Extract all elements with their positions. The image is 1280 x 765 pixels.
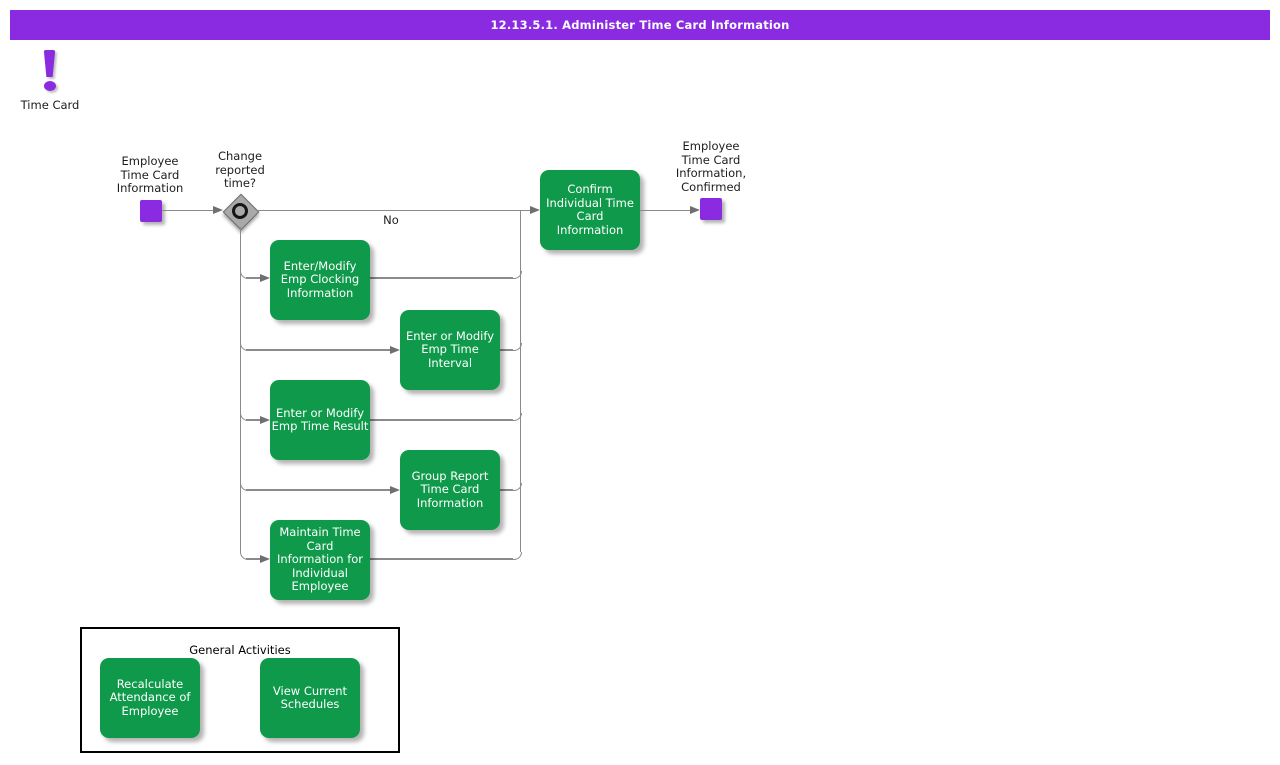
connector-no-branch	[256, 209, 532, 211]
activity-enter-or-modify-emp-time-interval[interactable]: Enter or Modify Emp Time Interval	[400, 310, 500, 390]
connector-start-to-decision	[162, 209, 214, 211]
start-node	[140, 200, 162, 222]
connector-branch-3	[246, 419, 261, 421]
connector-return-4	[500, 489, 513, 491]
exclamation-dot	[44, 81, 56, 91]
arrowhead-into-activity-4	[390, 486, 400, 494]
title-bar: 12.13.5.1. Administer Time Card Informat…	[10, 10, 1270, 40]
connector-branch-2	[246, 349, 391, 351]
connector-return-3	[370, 419, 513, 421]
arrowhead-into-activity-1	[260, 274, 270, 282]
decision-ring-icon	[231, 202, 248, 219]
arrowhead-into-activity-5	[260, 555, 270, 563]
end-node-label: Employee Time Card Information, Confirme…	[675, 139, 747, 194]
connector-corner	[513, 552, 522, 560]
activity-maintain-time-card-information[interactable]: Maintain Time Card Information for Indiv…	[270, 520, 370, 600]
connector-return-5	[370, 558, 513, 560]
exclamation-bar	[43, 50, 56, 77]
connector-return-2	[500, 349, 513, 351]
general-activities-title: General Activities	[189, 643, 291, 657]
arrowhead-into-activity-3	[260, 416, 270, 424]
activity-confirm-individual-time-card-information[interactable]: Confirm Individual Time Card Information	[540, 170, 640, 250]
arrowhead-into-activity-2	[390, 346, 400, 354]
no-branch-label: No	[383, 213, 399, 227]
connector-confirm-to-end	[640, 209, 691, 211]
decision-label: Change reported time?	[215, 149, 265, 190]
activity-enter-or-modify-emp-time-result[interactable]: Enter or Modify Emp Time Result	[270, 380, 370, 460]
connector-collector-vertical	[519, 210, 521, 552]
end-node	[700, 198, 722, 220]
activity-view-current-schedules[interactable]: View Current Schedules	[260, 658, 360, 738]
arrowhead-into-end	[690, 206, 700, 214]
page-title: 12.13.5.1. Administer Time Card Informat…	[490, 18, 790, 32]
connector-return-1	[370, 277, 513, 279]
connector-branch-vertical	[239, 227, 241, 552]
activity-recalculate-attendance-of-employee[interactable]: Recalculate Attendance of Employee	[100, 658, 200, 738]
connector-branch-4	[246, 489, 391, 491]
activity-group-report-time-card-information[interactable]: Group Report Time Card Information	[400, 450, 500, 530]
arrowhead-into-decision	[213, 206, 223, 214]
connector-branch-1	[246, 277, 261, 279]
legend-label: Time Card	[20, 98, 80, 112]
connector-branch-5	[246, 558, 261, 560]
arrowhead-into-confirm	[530, 206, 540, 214]
activity-enter-modify-emp-clocking-information[interactable]: Enter/Modify Emp Clocking Information	[270, 240, 370, 320]
start-node-label: Employee Time Card Information	[116, 154, 184, 195]
